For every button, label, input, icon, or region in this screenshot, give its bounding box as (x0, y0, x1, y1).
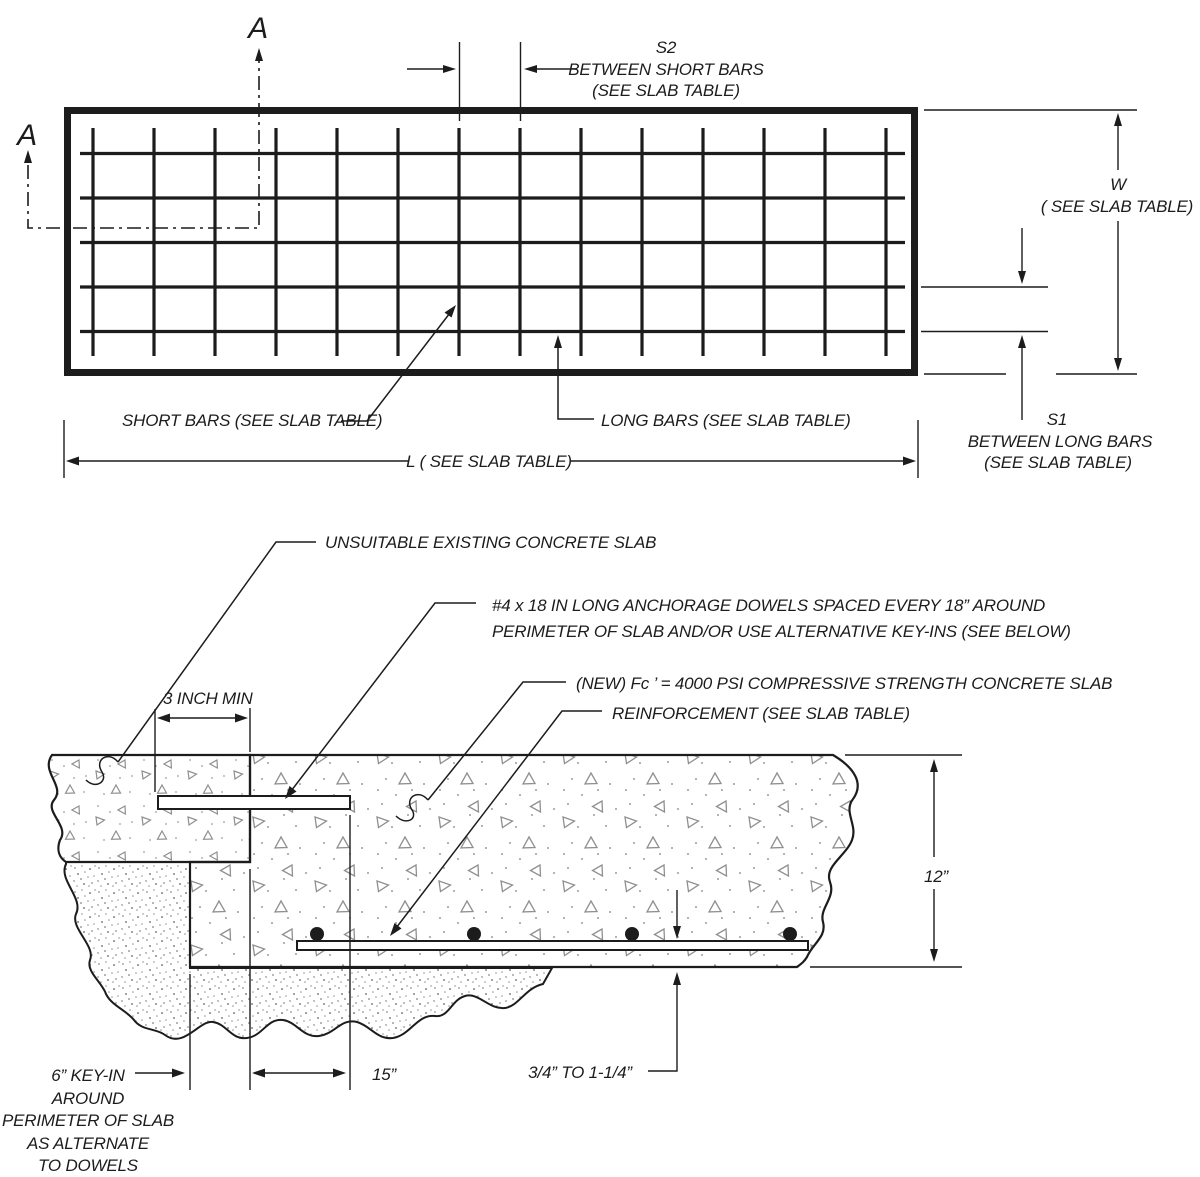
cover-dim-label: 3/4” TO 1-1/4” (528, 1063, 633, 1082)
l-dim-label: L ( SEE SLAB TABLE) (406, 452, 572, 471)
keyin-note-line1: 6” KEY-IN (51, 1066, 125, 1085)
concrete-label: (NEW) Fc ’ = 4000 PSI COMPRESSIVE STRENG… (576, 674, 1112, 693)
dowel-label-line1: #4 x 18 IN LONG ANCHORAGE DOWELS SPACED … (492, 596, 1045, 615)
w-dim-label: W (1110, 175, 1128, 194)
unsuitable-label: UNSUITABLE EXISTING CONCRETE SLAB (325, 533, 656, 552)
dimension-15inch: 15” (189, 815, 398, 1090)
section-arrow-left-icon (24, 150, 32, 163)
reinforcement-label: REINFORCEMENT (SEE SLAB TABLE) (612, 704, 910, 723)
dimension-s1: S1 BETWEEN LONG BARS (SEE SLAB TABLE) (921, 228, 1153, 472)
thickness-dim-label: 12” (924, 867, 950, 886)
subgrade-hatch (63, 861, 554, 1040)
dowel-callout: #4 x 18 IN LONG ANCHORAGE DOWELS SPACED … (285, 596, 1071, 799)
unsuitable-slab-callout: UNSUITABLE EXISTING CONCRETE SLAB (85, 533, 656, 785)
section-cut-line-a: A A (15, 12, 268, 229)
long-bars-callout: LONG BARS (SEE SLAB TABLE) (554, 335, 851, 430)
embed-dim-label: 15” (372, 1065, 398, 1084)
cross-bar-icon (467, 927, 481, 941)
cross-bar-icon (783, 927, 797, 941)
s2-dim-note2: (SEE SLAB TABLE) (592, 81, 740, 100)
s2-dim-note1: BETWEEN SHORT BARS (568, 60, 764, 79)
reinforcement-bar (296, 927, 809, 951)
section-marker-left: A (15, 119, 37, 152)
s1-dim-note2: (SEE SLAB TABLE) (984, 453, 1132, 472)
rebar-grid (80, 128, 905, 356)
new-slab (188, 753, 859, 969)
keyin-note-line5: TO DOWELS (38, 1156, 139, 1175)
dimension-l: L ( SEE SLAB TABLE) (63, 420, 919, 478)
cross-bar-icon (310, 927, 324, 941)
dimension-s2: S2 BETWEEN SHORT BARS (SEE SLAB TABLE) (407, 38, 765, 121)
dimension-12inch: 12” (810, 754, 962, 968)
dimension-cover: 3/4” TO 1-1/4” (528, 890, 681, 1082)
short-bars-callout: SHORT BARS (SEE SLAB TABLE) (122, 305, 456, 430)
new-concrete-callout: (NEW) Fc ’ = 4000 PSI COMPRESSIVE STRENG… (395, 674, 1112, 822)
min-embed-dim-label: 3 INCH MIN (163, 689, 254, 708)
leader-hook-icon (85, 755, 119, 785)
cross-bar-icon (625, 927, 639, 941)
section-arrow-top-icon (255, 48, 263, 61)
section-marker-top: A (246, 12, 268, 45)
dowel-label-line2: PERIMETER OF SLAB AND/OR USE ALTERNATIVE… (492, 622, 1071, 641)
w-dim-note: ( SEE SLAB TABLE) (1041, 197, 1193, 216)
keyin-note: 6” KEY-IN AROUND PERIMETER OF SLAB AS AL… (2, 1066, 185, 1175)
slab-outline (64, 107, 918, 376)
dimension-3inch-min: 3 INCH MIN (154, 689, 254, 792)
existing-slab (47, 753, 252, 864)
leader-hook-icon (395, 793, 429, 822)
plan-view: A A S2 BETWEEN SHORT BARS (15, 12, 1193, 478)
anchorage-dowel (157, 795, 351, 810)
s2-dim-label: S2 (656, 38, 677, 57)
reinforcement-callout: REINFORCEMENT (SEE SLAB TABLE) (390, 704, 910, 936)
keyin-note-line3: PERIMETER OF SLAB (2, 1111, 174, 1130)
short-bars-label: SHORT BARS (SEE SLAB TABLE) (122, 411, 382, 430)
keyin-note-line4: AS ALTERNATE (26, 1134, 150, 1153)
s1-dim-note1: BETWEEN LONG BARS (968, 432, 1153, 451)
section-view: 3 INCH MIN UNSUITABLE EXISTING CONCRETE … (2, 533, 1112, 1175)
s1-dim-label: S1 (1047, 410, 1067, 429)
keyin-note-line2: AROUND (51, 1089, 124, 1108)
dimension-w: W ( SEE SLAB TABLE) (924, 109, 1193, 375)
long-bars-label: LONG BARS (SEE SLAB TABLE) (601, 411, 851, 430)
